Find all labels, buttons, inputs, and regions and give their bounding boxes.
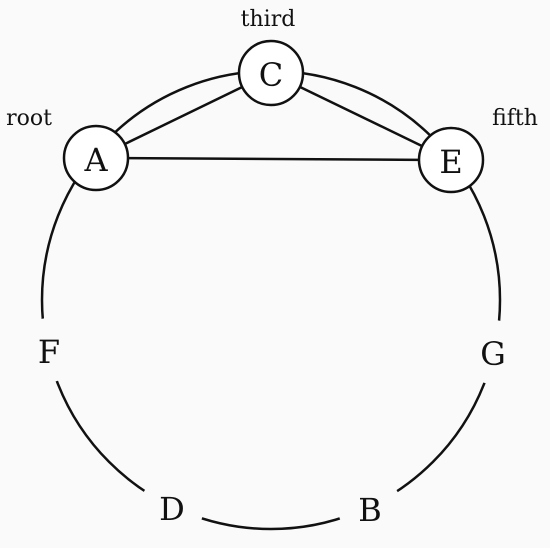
- note-node-circle: [62, 124, 130, 192]
- note-node-circle: [17, 318, 81, 382]
- note-node-g: G: [461, 320, 525, 384]
- chord-triangle: [124, 85, 423, 162]
- note-letter: B: [358, 491, 382, 529]
- note-node-circle: [237, 39, 305, 107]
- note-node-e: E: [417, 126, 485, 194]
- note-node-c: C: [237, 39, 305, 107]
- note-letter: D: [159, 490, 185, 528]
- note-node-b: B: [338, 476, 402, 540]
- note-letter: E: [439, 143, 462, 181]
- root-label: root: [6, 106, 52, 131]
- chord-edge-a-c: [124, 85, 243, 146]
- note-node-circle: [417, 126, 485, 194]
- note-letter: G: [480, 335, 506, 373]
- chord-edge-a-e: [127, 156, 420, 162]
- fifth-label: fifth: [492, 106, 538, 131]
- third-label: third: [241, 7, 296, 32]
- note-node-circle: [461, 320, 525, 384]
- note-letter: C: [259, 56, 283, 94]
- note-node-a: A: [62, 124, 130, 192]
- note-letter: A: [83, 141, 108, 179]
- note-node-f: F: [17, 318, 81, 382]
- note-letter: F: [38, 333, 60, 371]
- note-node-d: D: [140, 475, 204, 539]
- note-node-circle: [140, 475, 204, 539]
- chord-edge-c-e: [299, 85, 423, 148]
- note-node-circle: [338, 476, 402, 540]
